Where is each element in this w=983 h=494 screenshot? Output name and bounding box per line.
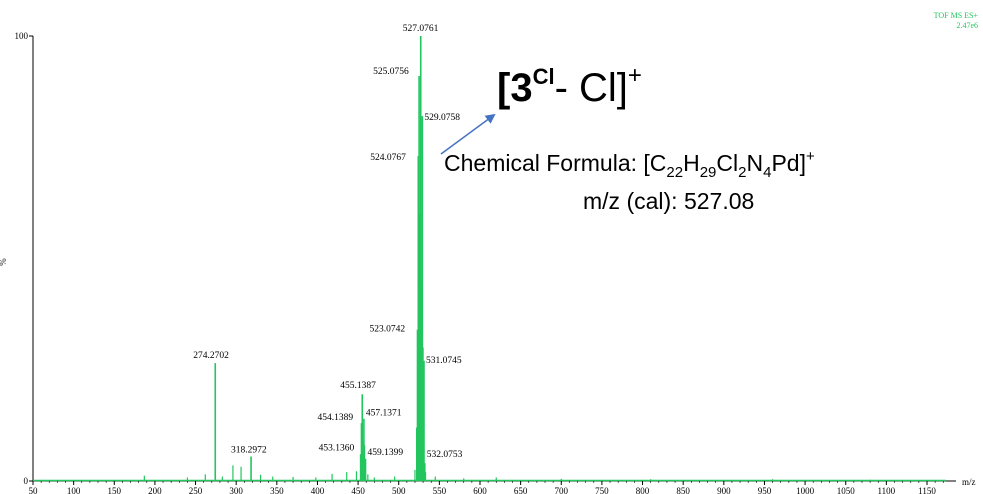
x-tick-label: 1150 <box>918 486 936 494</box>
ion-label-rest: - Cl] <box>555 66 628 110</box>
x-tick-label: 450 <box>351 486 365 494</box>
peak-label: 318.2972 <box>231 446 267 456</box>
peak-labels-group: 274.2702 318.2972 453.1360 454.1389 455.1387… <box>193 24 462 460</box>
x-tick-label: 700 <box>555 486 569 494</box>
x-tick-label: 1100 <box>878 486 896 494</box>
y-tick-label: 100 <box>15 31 29 41</box>
formula-charge: + <box>806 148 815 165</box>
minor-peaks-group <box>33 214 946 482</box>
major-peaks-group <box>214 36 426 481</box>
peak-label: 525.0756 <box>373 67 409 77</box>
formula-c-sub: 22 <box>666 164 683 181</box>
x-tick-label: 650 <box>514 486 528 494</box>
x-tick-label: 800 <box>636 486 650 494</box>
peak-label: 274.2702 <box>193 351 229 361</box>
peak-label: 531.0745 <box>426 356 462 366</box>
peak-label: 532.0753 <box>427 450 463 460</box>
formula-n: N <box>746 150 763 176</box>
x-tick-label: 250 <box>189 486 203 494</box>
peak-label: 527.0761 <box>403 24 439 34</box>
peak-label: 453.1360 <box>319 443 355 453</box>
x-ticks-group: 50 100 150 200 250 300 350 400 450 500 550 600 650 70… <box>29 481 944 494</box>
peak-label: 459.1399 <box>368 448 404 458</box>
x-tick-label: 600 <box>473 486 487 494</box>
x-axis-label: m/z <box>962 477 976 487</box>
mz-calculated: m/z (cal): 527.08 <box>583 188 754 214</box>
x-tick-label: 200 <box>148 486 162 494</box>
x-tick-label: 1000 <box>796 486 815 494</box>
x-tick-label: 400 <box>311 486 325 494</box>
x-tick-label: 750 <box>595 486 609 494</box>
formula-h: H <box>683 150 700 176</box>
annotation-arrow <box>440 113 496 155</box>
formula-cl: Cl <box>716 150 738 176</box>
y-ticks-group: 0 100 <box>15 31 33 486</box>
ion-label-charge: + <box>628 62 642 89</box>
x-tick-label: 100 <box>67 486 81 494</box>
peak-label: 523.0742 <box>369 325 405 335</box>
ion-label-superscript: Cl <box>533 64 555 89</box>
peak-label: 455.1387 <box>340 381 376 391</box>
peak-label: 457.1371 <box>366 409 402 419</box>
x-tick-label: 950 <box>758 486 772 494</box>
x-tick-label: 550 <box>433 486 447 494</box>
formula-h-sub: 29 <box>700 164 717 181</box>
chemical-formula: Chemical Formula: [C22H29Cl2N4Pd]+ <box>444 148 815 181</box>
x-tick-label: 1050 <box>837 486 856 494</box>
instrument-mode-label: TOF MS ES+ <box>934 11 979 20</box>
peak-label: 524.0767 <box>370 153 406 163</box>
instrument-intensity-label: 2.47e6 <box>956 21 978 30</box>
formula-n-sub: 4 <box>763 164 771 181</box>
x-tick-label: 150 <box>108 486 122 494</box>
y-tick-label: 0 <box>24 476 29 486</box>
x-tick-label: 500 <box>392 486 406 494</box>
x-tick-label: 350 <box>270 486 284 494</box>
formula-cl-sub: 2 <box>738 164 746 181</box>
y-axis-label: % <box>0 258 8 266</box>
formula-pd: Pd] <box>771 150 806 176</box>
x-tick-label: 850 <box>676 486 690 494</box>
ion-label: [3Cl- Cl]+ <box>497 62 642 110</box>
peak-label: 529.0758 <box>424 113 460 123</box>
peak-label: 454.1389 <box>317 413 353 423</box>
x-tick-label: 50 <box>29 486 39 494</box>
x-tick-label: 300 <box>229 486 243 494</box>
x-tick-label: 900 <box>717 486 731 494</box>
ion-label-main: [3 <box>497 66 533 110</box>
formula-prefix: Chemical Formula: [C <box>444 150 666 176</box>
